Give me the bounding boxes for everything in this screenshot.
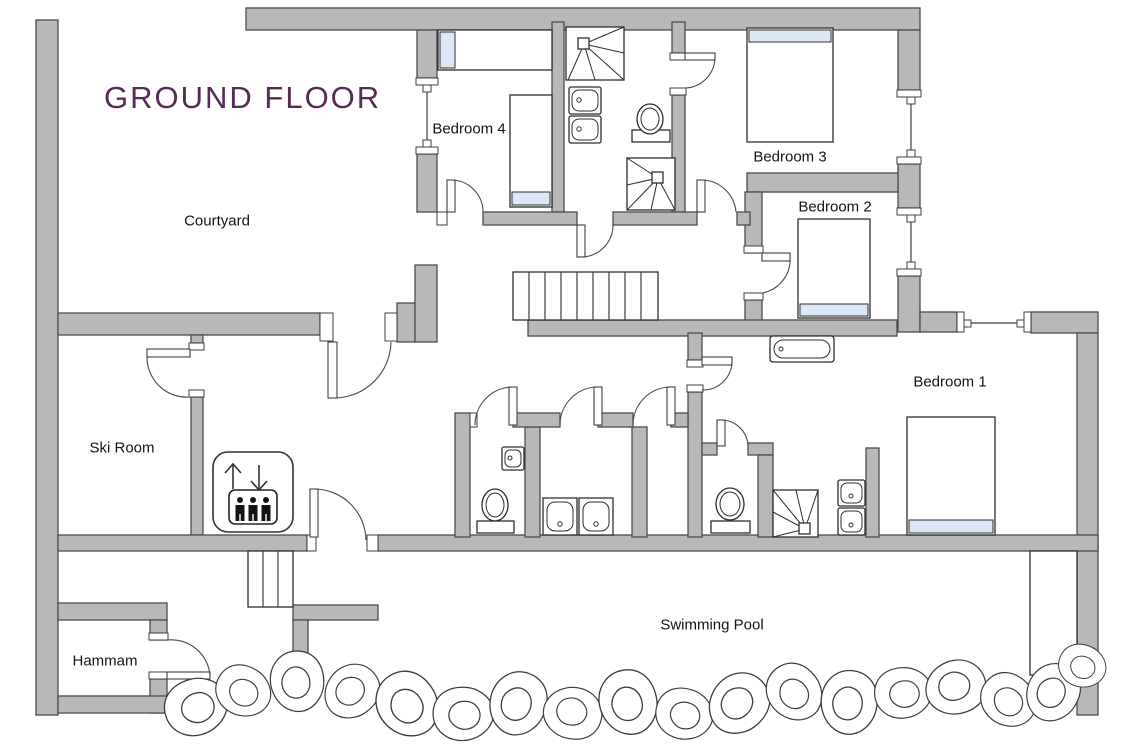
- toilet-icon: [476, 103, 751, 534]
- elevator-icon: [212, 451, 294, 533]
- staircase-icon: [512, 271, 659, 321]
- window-icon: [415, 77, 1032, 333]
- room-label-ski-room: Ski Room: [89, 439, 155, 457]
- room-label-bedroom2: Bedroom 2: [798, 198, 872, 216]
- doors-layer: [146, 52, 791, 680]
- pool-steps-icon: [247, 550, 294, 608]
- sink-icon: [501, 86, 866, 536]
- plan-title: GROUND FLOOR: [104, 80, 382, 115]
- room-label-courtyard: Courtyard: [184, 212, 250, 230]
- bathtub-icon: [769, 335, 835, 363]
- door-jambs: [148, 52, 764, 680]
- room-label-bedroom1: Bedroom 1: [913, 373, 987, 391]
- room-label-bedroom4: Bedroom 4: [432, 120, 506, 138]
- room-label-bedroom3: Bedroom 3: [753, 148, 827, 166]
- shower-icon: [565, 26, 819, 538]
- room-label-swimming-pool: Swimming Pool: [660, 616, 764, 634]
- room-label-hammam: Hammam: [72, 652, 138, 670]
- walls-layer: [35, 7, 1099, 716]
- bed-icon: [437, 27, 996, 536]
